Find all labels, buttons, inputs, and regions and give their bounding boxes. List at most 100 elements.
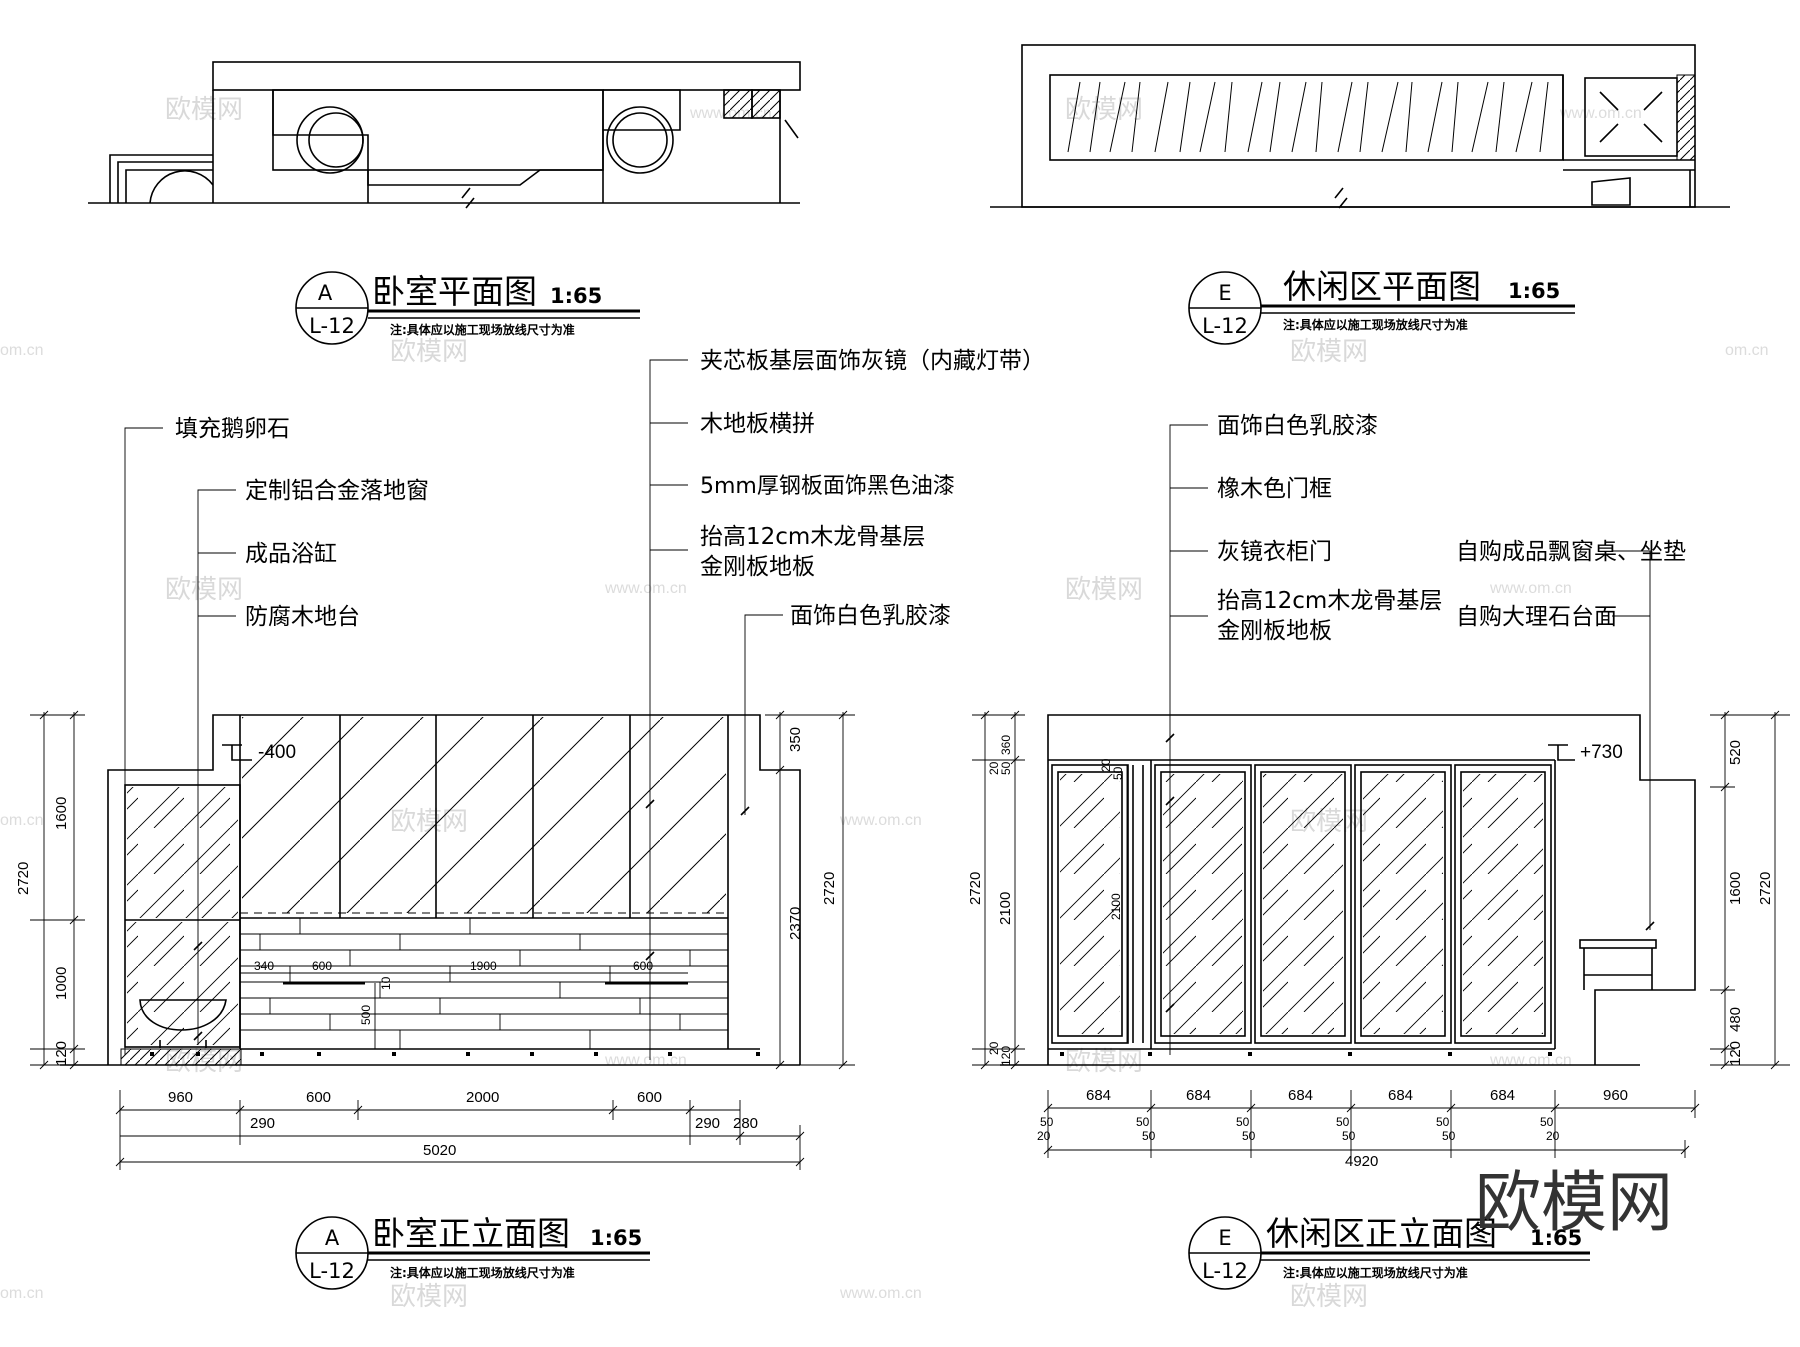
leisure-label-raised2: 金刚板地板 xyxy=(1217,618,1332,644)
watermark-brand: 欧模网 xyxy=(390,1282,468,1312)
bed-b-600b: 600 xyxy=(637,1089,662,1106)
leisure-label-bay-desk: 自购成品飘窗桌、坐垫 xyxy=(1456,539,1686,565)
leisure-elevation: +730 2100 20 50 面饰白色乳胶漆 橡木色门框 灰镜衣柜门 抬高12… xyxy=(967,413,1790,1290)
bed-left-1600: 1600 xyxy=(53,797,70,830)
bed-label-deck: 防腐木地台 xyxy=(245,604,360,630)
bed-inner-10: 10 xyxy=(379,976,393,990)
leisure-w-50: 50 xyxy=(1040,1115,1054,1129)
bed-left-total: 2720 xyxy=(15,862,32,895)
bed-label-latex: 面饰白色乳胶漆 xyxy=(790,603,951,629)
watermark-site: www.om.cn xyxy=(1489,1052,1572,1069)
watermark-site: www.om.cn xyxy=(839,1285,922,1302)
watermark-brand: 欧模网 xyxy=(165,95,243,125)
bed-label-floorboard: 木地板横拼 xyxy=(700,411,815,437)
leisure-label-oak: 橡木色门框 xyxy=(1217,476,1332,502)
leisure-left-120: 120 xyxy=(999,1046,1013,1066)
watermark-short: om.cn xyxy=(0,812,44,829)
leisure-w-20: 20 xyxy=(1037,1129,1051,1143)
leisure-door-2100: 2100 xyxy=(1109,893,1123,920)
watermark-site: www.om.cn xyxy=(1489,580,1572,597)
watermark-brand: 欧模网 xyxy=(1065,1047,1143,1077)
bed-level: -400 xyxy=(258,742,296,763)
plan-e-note: 注:具体应以施工现场放线尺寸为准 xyxy=(1283,317,1468,332)
leisure-w-50: 50 xyxy=(1236,1115,1250,1129)
watermark-site: www.om.cn xyxy=(604,580,687,597)
leisure-right-480: 480 xyxy=(1727,1007,1744,1032)
leisure-w-50: 50 xyxy=(1336,1115,1350,1129)
elev-a-tag: A xyxy=(325,1226,340,1250)
plan-e-scale: 1:65 xyxy=(1508,279,1560,303)
leisure-w-50: 50 xyxy=(1242,1129,1256,1143)
leisure-right-120: 120 xyxy=(1727,1041,1744,1066)
leisure-w-684b: 684 xyxy=(1186,1087,1211,1104)
bed-inner-600: 600 xyxy=(312,959,332,973)
elev-a-scale: 1:65 xyxy=(590,1226,642,1250)
leisure-w-20: 20 xyxy=(1546,1129,1560,1143)
plan-e-title: 休闲区平面图 xyxy=(1283,267,1481,306)
elev-a-note: 注:具体应以施工现场放线尺寸为准 xyxy=(390,1265,575,1280)
bed-c-290b: 290 xyxy=(695,1115,720,1132)
bed-inner-500: 500 xyxy=(359,1005,373,1025)
bed-right-2720: 2720 xyxy=(821,872,838,905)
leisure-right-520: 520 xyxy=(1727,740,1744,765)
watermark-brand: 欧模网 xyxy=(1290,337,1368,367)
watermark-short: om.cn xyxy=(0,1285,44,1302)
elev-e-note: 注:具体应以施工现场放线尺寸为准 xyxy=(1283,1265,1468,1280)
bed-label-raised1: 抬高12cm木龙骨基层 xyxy=(700,524,925,550)
plan-e-sheet: L-12 xyxy=(1202,314,1248,338)
leisure-door-50: 50 xyxy=(1111,766,1125,780)
watermark-brand: 欧模网 xyxy=(390,337,468,367)
watermark-short: om.cn xyxy=(0,342,44,359)
bed-total: 5020 xyxy=(423,1142,456,1159)
plan-e-tag: E xyxy=(1218,281,1231,305)
leisure-plan: E L-12 休闲区平面图 1:65 注:具体应以施工现场放线尺寸为准 xyxy=(990,44,1730,345)
bed-left-120: 120 xyxy=(53,1041,70,1066)
leisure-w-960: 960 xyxy=(1603,1087,1628,1104)
leisure-w-684c: 684 xyxy=(1288,1087,1313,1104)
plan-a-scale: 1:65 xyxy=(550,284,602,308)
elev-e-scale: 1:65 xyxy=(1530,1226,1582,1250)
elev-e-sheet: L-12 xyxy=(1202,1259,1248,1283)
watermark-brand: 欧模网 xyxy=(1065,95,1143,125)
leisure-w-50: 50 xyxy=(1442,1129,1456,1143)
bed-c-290: 290 xyxy=(250,1115,275,1132)
plan-a-title: 卧室平面图 xyxy=(372,272,537,311)
plan-a-note: 注:具体应以施工现场放线尺寸为准 xyxy=(390,322,575,337)
leisure-left-total: 2720 xyxy=(967,872,984,905)
elev-a-title: 卧室正立面图 xyxy=(372,1214,570,1253)
leisure-left-360: 360 xyxy=(999,735,1013,755)
bed-b-960: 960 xyxy=(168,1089,193,1106)
leisure-w-50: 50 xyxy=(1436,1115,1450,1129)
leisure-w-50: 50 xyxy=(1540,1115,1554,1129)
bed-c-280: 280 xyxy=(733,1115,758,1132)
bed-inner-600b: 600 xyxy=(633,959,653,973)
elev-e-title: 休闲区正立面图 xyxy=(1266,1214,1497,1253)
bed-b-2000: 2000 xyxy=(466,1089,499,1106)
bed-label-raised2: 金刚板地板 xyxy=(700,554,815,580)
leisure-label-marble: 自购大理石台面 xyxy=(1456,604,1617,630)
elev-e-tag: E xyxy=(1218,1226,1231,1250)
watermark-brand: 欧模网 xyxy=(1290,1282,1368,1312)
leisure-w-50: 50 xyxy=(1136,1115,1150,1129)
leisure-w-50: 50 xyxy=(1142,1129,1156,1143)
bed-b-600: 600 xyxy=(306,1089,331,1106)
bed-label-steel: 5mm厚钢板面饰黑色油漆 xyxy=(700,474,955,499)
leisure-w-684d: 684 xyxy=(1388,1087,1413,1104)
bedroom-plan: A A L-12 卧室平面图 1:65 注:具体应以施工现场放线尺寸为准 xyxy=(88,61,801,345)
watermark-site: www.om.cn xyxy=(839,812,922,829)
leisure-right-1600: 1600 xyxy=(1727,872,1744,905)
brand-logo: 欧模网 xyxy=(1475,1164,1673,1241)
bed-inner-340: 340 xyxy=(254,959,274,973)
leisure-label-raised1: 抬高12cm木龙骨基层 xyxy=(1217,588,1442,614)
watermark-short: om.cn xyxy=(1725,342,1769,359)
watermark-brand: 欧模网 xyxy=(165,575,243,605)
bed-label-pebbles: 填充鹅卵石 xyxy=(175,416,290,442)
leisure-label-latex: 面饰白色乳胶漆 xyxy=(1217,413,1378,439)
elev-a-sheet: L-12 xyxy=(309,1259,355,1283)
bed-right-2370: 2370 xyxy=(787,907,804,940)
watermark-brand: 欧模网 xyxy=(1065,575,1143,605)
bed-left-1000: 1000 xyxy=(53,967,70,1000)
bed-label-window: 定制铝合金落地窗 xyxy=(245,478,429,504)
leisure-left-2100: 2100 xyxy=(997,892,1014,925)
